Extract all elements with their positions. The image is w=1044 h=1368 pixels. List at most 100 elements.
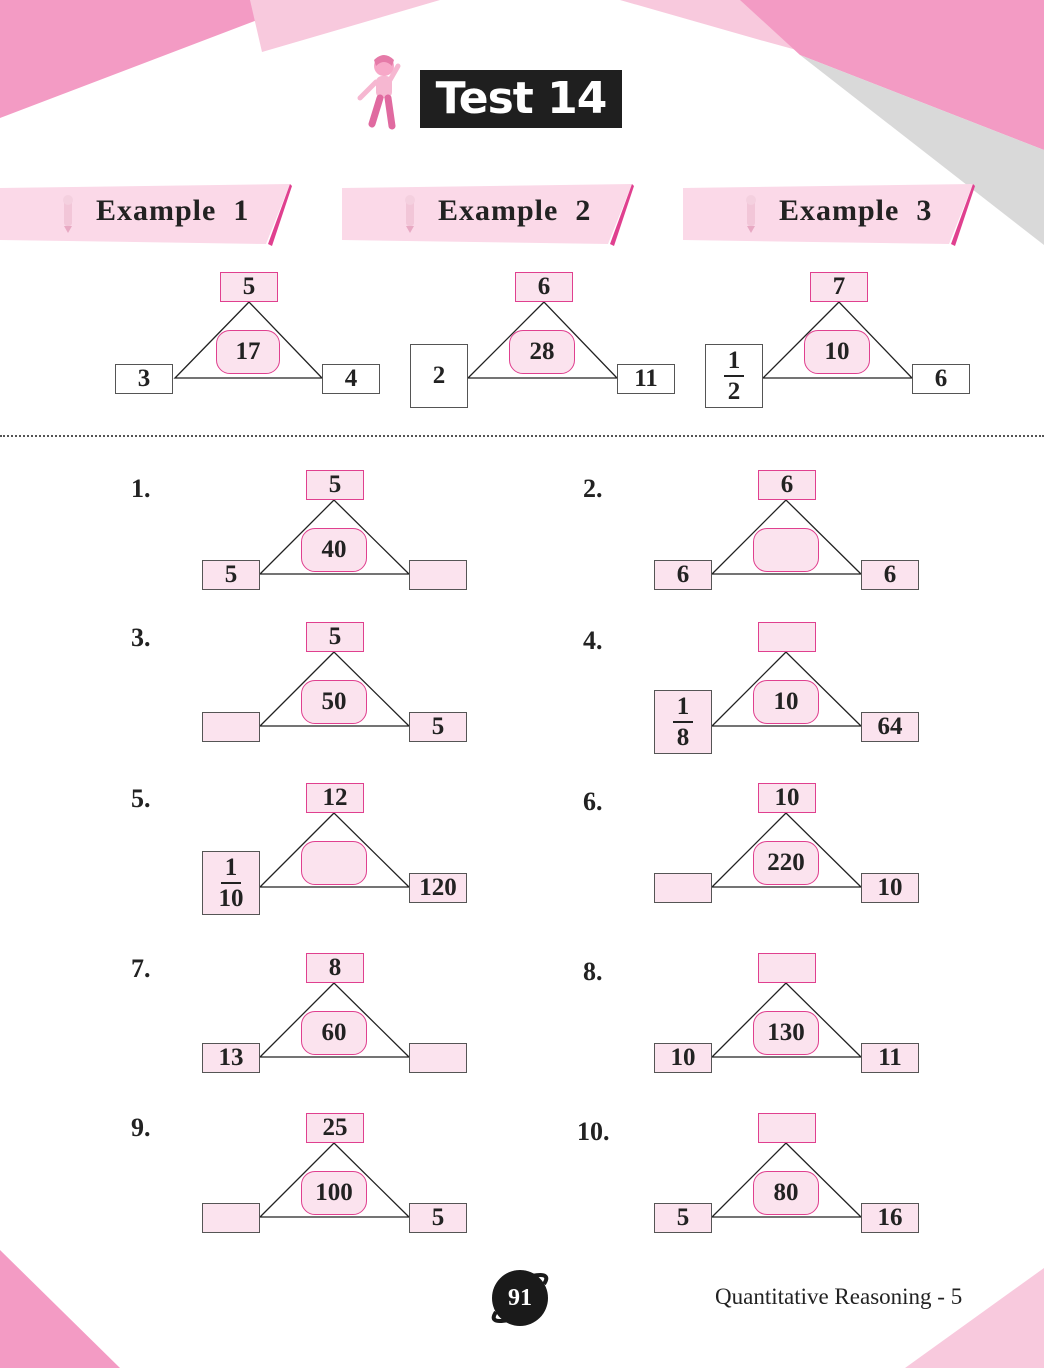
left-number-box[interactable] bbox=[202, 712, 260, 742]
left-number-box: 5 bbox=[202, 560, 260, 590]
center-number[interactable] bbox=[753, 528, 819, 572]
question-number: 1. bbox=[131, 474, 151, 503]
right-number-box: 6 bbox=[861, 560, 919, 590]
question-number: 3. bbox=[131, 623, 151, 652]
top-number-box: 5 bbox=[306, 622, 364, 652]
example-number: 3 bbox=[916, 194, 933, 227]
triangle-lines bbox=[258, 499, 411, 575]
center-number: 50 bbox=[301, 680, 367, 724]
right-number-box: 5 bbox=[409, 712, 467, 742]
triangle-lines bbox=[710, 1142, 863, 1218]
question-number: 9. bbox=[131, 1113, 151, 1142]
top-number-box: 5 bbox=[306, 470, 364, 500]
pencil-figure-icon bbox=[405, 195, 415, 233]
example-heading: Example 2 bbox=[438, 194, 591, 228]
fraction-denominator: 10 bbox=[218, 885, 244, 912]
left-number-box: 13 bbox=[202, 1043, 260, 1073]
triangle-lines bbox=[710, 651, 863, 727]
right-number-box: 4 bbox=[322, 364, 380, 394]
question-number: 10. bbox=[577, 1117, 610, 1146]
top-number-box[interactable] bbox=[758, 1113, 816, 1143]
right-number-box: 10 bbox=[861, 873, 919, 903]
right-number-box[interactable] bbox=[409, 560, 467, 590]
triangle-lines bbox=[761, 301, 914, 379]
right-number-box[interactable] bbox=[409, 1043, 467, 1073]
top-number-box: 25 bbox=[306, 1113, 364, 1143]
top-number-box: 6 bbox=[515, 272, 573, 302]
top-number-box: 12 bbox=[306, 783, 364, 813]
top-number-box: 8 bbox=[306, 953, 364, 983]
question-number: 2. bbox=[583, 474, 603, 503]
section-divider bbox=[0, 435, 1044, 437]
right-number-box: 64 bbox=[861, 712, 919, 742]
triangle-lines bbox=[258, 982, 411, 1058]
triangle-lines bbox=[173, 301, 324, 379]
center-number[interactable] bbox=[301, 841, 367, 885]
pencil-figure-icon bbox=[746, 195, 756, 233]
triangle-lines bbox=[258, 651, 411, 727]
top-number-box: 6 bbox=[758, 470, 816, 500]
example-label: Example bbox=[96, 194, 217, 227]
triangle-lines bbox=[710, 812, 863, 888]
fraction-numerator: 1 bbox=[672, 694, 694, 723]
right-number-box: 11 bbox=[861, 1043, 919, 1073]
triangle-lines bbox=[466, 301, 619, 379]
fraction-denominator: 2 bbox=[727, 378, 741, 405]
top-number-box[interactable] bbox=[758, 622, 816, 652]
fraction-denominator: 8 bbox=[676, 724, 690, 751]
example-number: 2 bbox=[575, 194, 592, 227]
example-label: Example bbox=[779, 194, 900, 227]
fraction-numerator: 1 bbox=[220, 855, 242, 884]
question-number: 5. bbox=[131, 784, 151, 813]
fraction-numerator: 1 bbox=[723, 348, 745, 377]
example-number: 1 bbox=[233, 194, 250, 227]
top-number-box: 5 bbox=[220, 272, 278, 302]
example-banner-1: Example 1 bbox=[0, 184, 292, 250]
pencil-figure-icon bbox=[63, 195, 73, 233]
center-number: 10 bbox=[804, 330, 870, 374]
left-number-box[interactable] bbox=[654, 873, 712, 903]
question-number: 8. bbox=[583, 957, 603, 986]
right-number-box: 16 bbox=[861, 1203, 919, 1233]
triangle-lines bbox=[710, 499, 863, 575]
triangle-lines bbox=[258, 812, 411, 888]
footer-book-title: Quantitative Reasoning - 5 bbox=[715, 1284, 963, 1309]
center-number: 28 bbox=[509, 330, 575, 374]
mascot-figure-icon bbox=[357, 55, 401, 130]
center-number: 40 bbox=[301, 528, 367, 572]
example-banner-3: Example 3 bbox=[683, 184, 975, 250]
page-title: Test 14 bbox=[420, 70, 622, 128]
center-number: 10 bbox=[753, 680, 819, 724]
right-number-box: 120 bbox=[409, 873, 467, 903]
left-number-box: 2 bbox=[410, 344, 468, 408]
example-heading: Example 1 bbox=[96, 194, 249, 228]
triangle-lines bbox=[258, 1142, 411, 1218]
right-number-box: 6 bbox=[912, 364, 970, 394]
question-number: 4. bbox=[583, 626, 603, 655]
left-number-box[interactable] bbox=[202, 1203, 260, 1233]
right-number-box: 11 bbox=[617, 364, 675, 394]
example-heading: Example 3 bbox=[779, 194, 932, 228]
page-number: 91 bbox=[508, 1284, 532, 1311]
top-number-box: 7 bbox=[810, 272, 868, 302]
center-number: 80 bbox=[753, 1171, 819, 1215]
triangle-lines bbox=[710, 982, 863, 1058]
left-number-box: 3 bbox=[115, 364, 173, 394]
left-number-box: 10 bbox=[654, 1043, 712, 1073]
question-number: 7. bbox=[131, 954, 151, 983]
top-number-box: 10 bbox=[758, 783, 816, 813]
center-number: 100 bbox=[301, 1171, 367, 1215]
top-number-box[interactable] bbox=[758, 953, 816, 983]
question-number: 6. bbox=[583, 787, 603, 816]
left-number-box: 5 bbox=[654, 1203, 712, 1233]
example-banner-2: Example 2 bbox=[342, 184, 634, 250]
center-number: 60 bbox=[301, 1011, 367, 1055]
left-number-box: 6 bbox=[654, 560, 712, 590]
